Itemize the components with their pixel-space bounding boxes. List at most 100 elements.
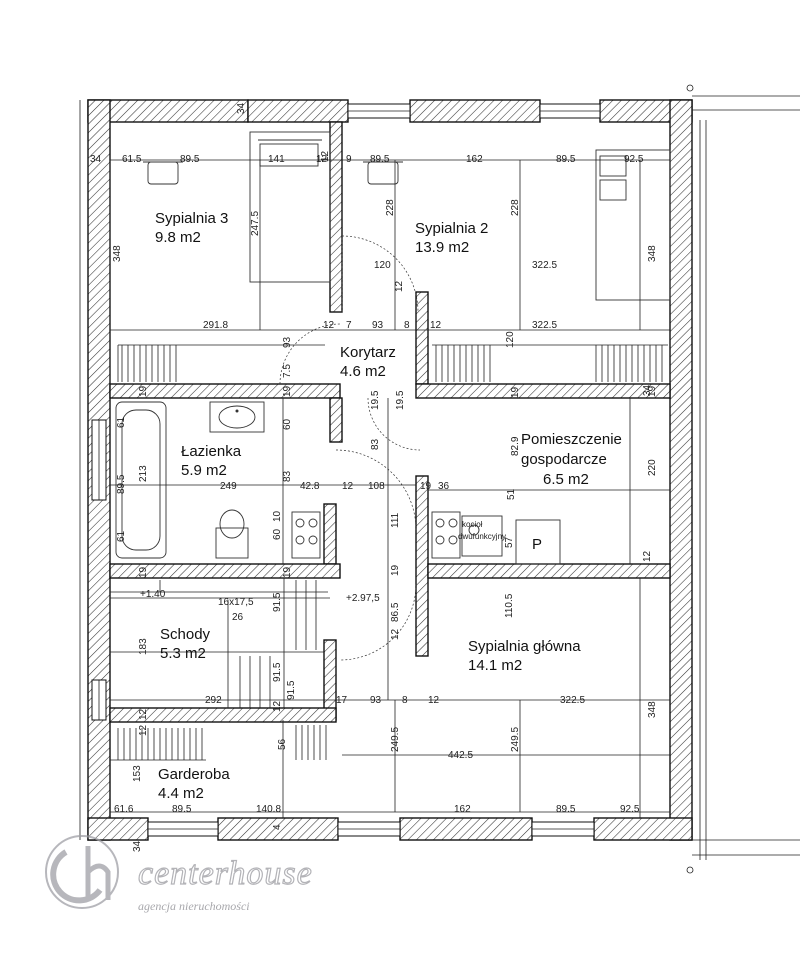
dim-label: 42.8 bbox=[300, 481, 320, 492]
dim-label: 89.5 bbox=[556, 154, 576, 165]
doors bbox=[279, 235, 421, 661]
dim-label: 86.5 bbox=[390, 602, 401, 622]
dim-label: 322.5 bbox=[532, 320, 557, 331]
dim-label: 19 bbox=[282, 566, 293, 578]
dim-label: 34 bbox=[236, 102, 247, 114]
dim-label: 348 bbox=[647, 701, 658, 718]
dim-label: 12 bbox=[342, 481, 354, 492]
dim-label: 34 bbox=[132, 840, 143, 852]
dim-label: 60 bbox=[282, 418, 293, 430]
fixture-labels: kocioł dwufunkcyjny P bbox=[458, 520, 542, 553]
dim-label: 110.5 bbox=[504, 593, 515, 618]
dim-label: 19 bbox=[647, 385, 658, 397]
inner-walls bbox=[109, 121, 671, 723]
boiler-label: kocioł bbox=[462, 520, 483, 529]
room-name-pomieszczenie-line2: gospodarcze bbox=[521, 451, 607, 468]
dim-label: 60 bbox=[272, 528, 283, 540]
logo-mark-icon bbox=[45, 835, 119, 909]
room-name-schody: Schody bbox=[160, 626, 211, 643]
dim-label: 141 bbox=[268, 154, 285, 165]
room-name-sypialnia-glowna: Sypialnia główna bbox=[468, 638, 581, 655]
dim-label: 91.5 bbox=[272, 662, 283, 682]
dim-label: 91.5 bbox=[286, 680, 297, 700]
fixtures bbox=[110, 131, 671, 761]
room-name-sypialnia-2: Sypialnia 2 bbox=[415, 220, 488, 237]
dim-label: 12 bbox=[323, 320, 335, 331]
dim-label: 249.5 bbox=[510, 727, 521, 752]
dim-label: 61 bbox=[116, 530, 127, 542]
dim-label: 19 bbox=[138, 566, 149, 578]
dim-label: 442.5 bbox=[448, 750, 473, 761]
dim-label: 34 bbox=[90, 154, 102, 165]
dim-label: 120 bbox=[505, 331, 516, 348]
dim-label: 19 bbox=[510, 386, 521, 398]
dim-label: 9 bbox=[346, 154, 352, 165]
dim-label: 162 bbox=[454, 804, 471, 815]
dim-label: 19 bbox=[138, 385, 149, 397]
dim-label: 92.5 bbox=[620, 804, 640, 815]
dim-label: 19.5 bbox=[395, 390, 406, 410]
room-name-korytarz: Korytarz bbox=[340, 344, 396, 361]
dim-label: 89.5 bbox=[180, 154, 200, 165]
dim-label: 61.6 bbox=[114, 804, 134, 815]
dim-label: 34 bbox=[642, 384, 653, 396]
dim-label: 228 bbox=[510, 199, 521, 216]
room-area-sypialnia-glowna: 14.1 m2 bbox=[468, 657, 522, 674]
dim-label: 12 bbox=[320, 150, 331, 162]
centerhouse-logo: centerhouse agencja nieruchomości bbox=[45, 835, 313, 913]
dim-label: 12 bbox=[428, 695, 440, 706]
dim-label: 19 bbox=[420, 481, 432, 492]
dim-label: 120 bbox=[374, 260, 391, 271]
dim-label: 140.8 bbox=[256, 804, 281, 815]
dimension-lines bbox=[109, 159, 670, 818]
dim-label: +2.97,5 bbox=[346, 593, 380, 604]
dim-label: 19.5 bbox=[370, 390, 381, 410]
dim-label: 249 bbox=[220, 481, 237, 492]
dim-label: 93 bbox=[372, 320, 384, 331]
dim-label: 292 bbox=[205, 695, 222, 706]
dim-label: 12 bbox=[642, 550, 653, 562]
room-area-sypialnia-3: 9.8 m2 bbox=[155, 229, 201, 246]
dim-label: +1.40 bbox=[140, 589, 166, 600]
dim-label: 89.5 bbox=[370, 154, 390, 165]
dim-label: 51 bbox=[506, 488, 517, 500]
room-area-pomieszczenie: 6.5 m2 bbox=[543, 471, 589, 488]
dim-label: 7.5 bbox=[282, 364, 293, 378]
dim-label: 348 bbox=[647, 245, 658, 262]
room-area-sypialnia-2: 13.9 m2 bbox=[415, 239, 469, 256]
dim-label: 213 bbox=[138, 465, 149, 482]
dim-label: 92.5 bbox=[624, 154, 644, 165]
dimension-labels: 34 61.5 89.5 141 12 9 89.5 162 89.5 92.5… bbox=[90, 102, 658, 852]
dim-label: 247.5 bbox=[250, 211, 261, 236]
radiator-ribs bbox=[121, 345, 663, 382]
dim-label: 4 bbox=[272, 824, 283, 830]
dim-label: 322.5 bbox=[532, 260, 557, 271]
dim-label: 17 bbox=[336, 695, 348, 706]
dim-label: 83 bbox=[370, 438, 381, 450]
dim-label: 10 bbox=[272, 510, 283, 522]
dim-label: 61 bbox=[116, 416, 127, 428]
dim-label: 89.5 bbox=[116, 474, 127, 494]
dim-label: 56 bbox=[277, 738, 288, 750]
dim-label: 12 bbox=[138, 708, 149, 720]
dim-label: 7 bbox=[346, 320, 352, 331]
dim-label: 82.9 bbox=[510, 436, 521, 456]
dim-label: 89.5 bbox=[556, 804, 576, 815]
dim-label: 291.8 bbox=[203, 320, 228, 331]
dim-label: 12 bbox=[272, 700, 283, 712]
dim-label: 153 bbox=[132, 765, 143, 782]
dim-label: 89.5 bbox=[172, 804, 192, 815]
room-name-lazienka: Łazienka bbox=[181, 443, 242, 460]
logo-name: centerhouse bbox=[138, 855, 313, 892]
dim-label: 19 bbox=[282, 385, 293, 397]
dim-label: 12 bbox=[390, 628, 401, 640]
room-area-korytarz: 4.6 m2 bbox=[340, 363, 386, 380]
stairs bbox=[110, 578, 328, 761]
dim-label: 93 bbox=[282, 336, 293, 348]
dim-label: 162 bbox=[466, 154, 483, 165]
dim-label: 93 bbox=[370, 695, 382, 706]
dim-label: 348 bbox=[112, 245, 123, 262]
dim-label: 57 bbox=[504, 536, 515, 548]
p-label: P bbox=[532, 536, 542, 553]
